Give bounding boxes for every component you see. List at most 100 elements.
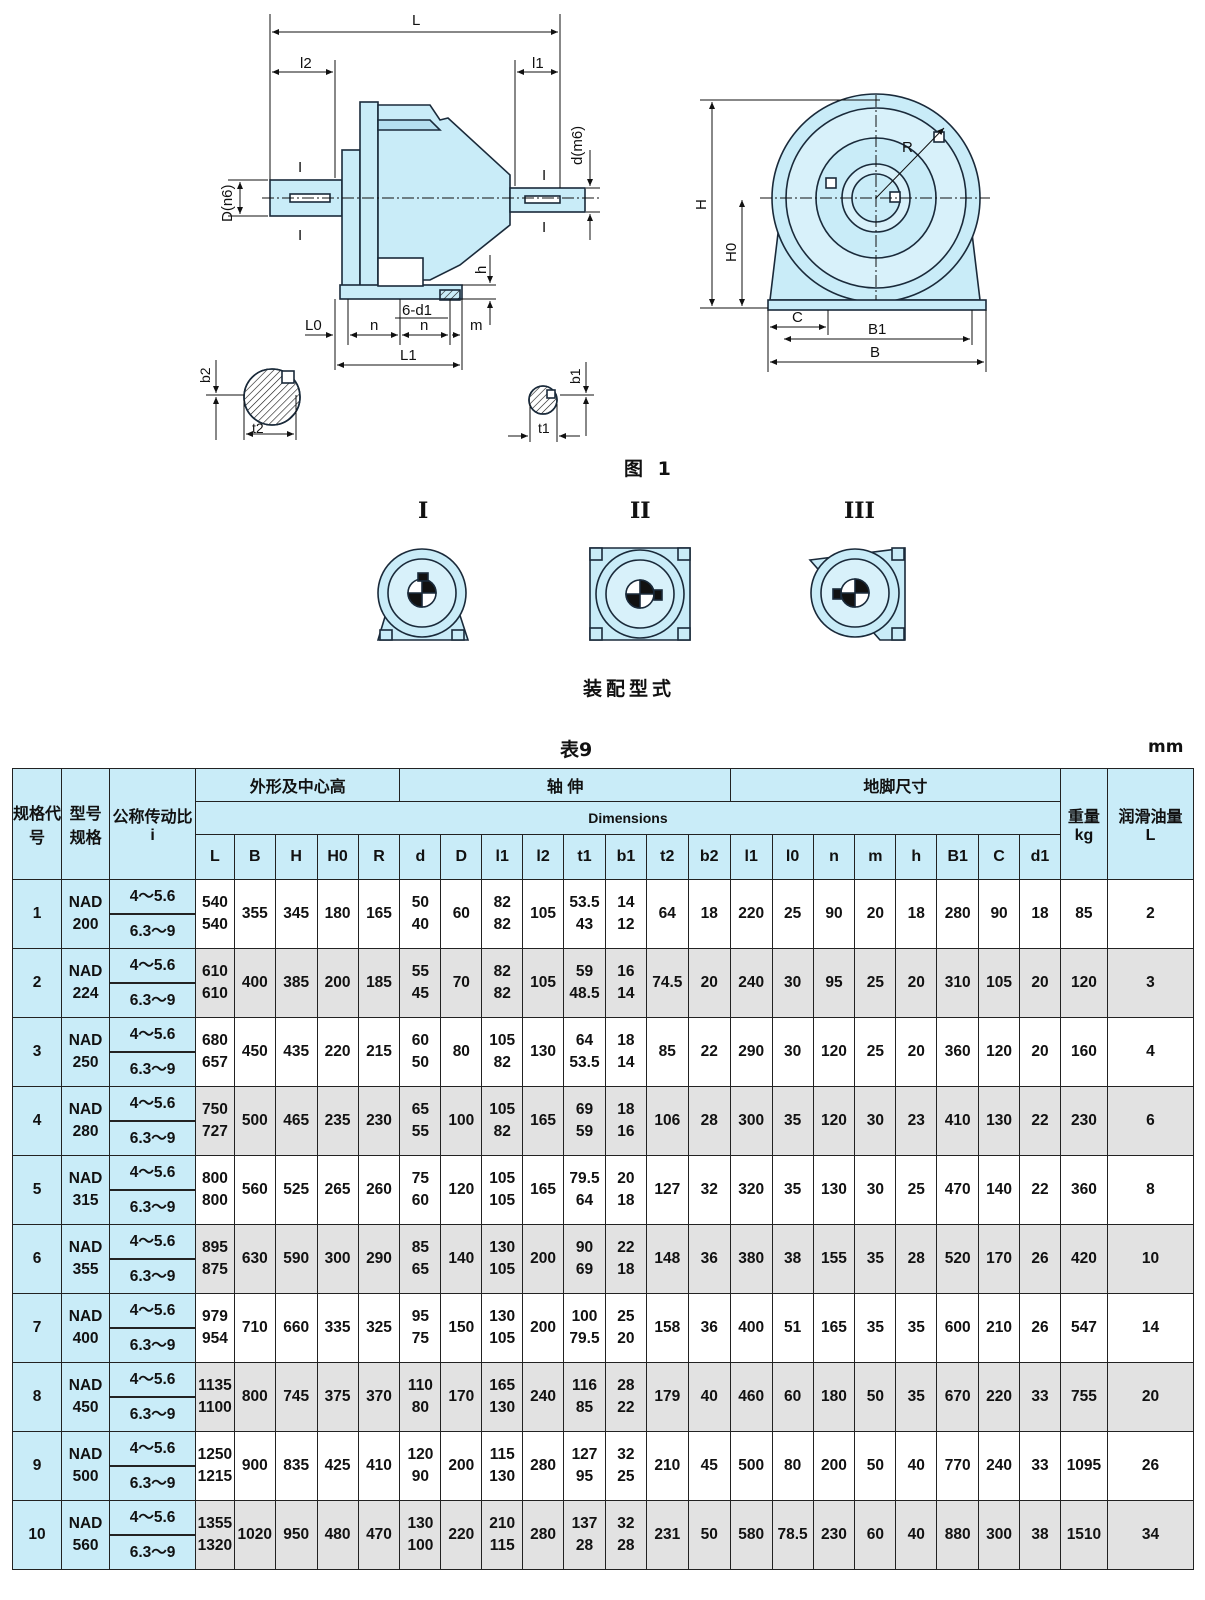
- cell-b2: 36: [687, 1293, 731, 1363]
- cell-D: 100: [440, 1086, 483, 1156]
- cell-H0: 180: [316, 879, 359, 949]
- cell-D: 120: [440, 1155, 483, 1225]
- cell-B: 710: [233, 1293, 276, 1363]
- cell-H: 950: [274, 1500, 318, 1570]
- cell-B: 560: [233, 1155, 276, 1225]
- dim-B: B: [870, 344, 880, 361]
- dim-b1: b1: [567, 368, 583, 384]
- cell-b2: 36: [687, 1224, 731, 1294]
- cell-foot-l1: 240: [729, 948, 773, 1018]
- cell-B1: 360: [936, 1017, 980, 1087]
- section-large: [243, 368, 301, 426]
- col-D: D: [440, 834, 483, 880]
- cell-t2: 231: [645, 1500, 689, 1570]
- cell-oil: 4: [1106, 1017, 1195, 1087]
- dim-6d1: 6-d1: [402, 302, 432, 319]
- cell-m: 50: [854, 1431, 897, 1501]
- dim-t2: t2: [252, 420, 264, 436]
- cell-oil: 8: [1106, 1155, 1195, 1225]
- cell-b2: 45: [687, 1431, 731, 1501]
- col-B: B: [233, 834, 276, 880]
- cell-l2: 200: [522, 1293, 565, 1363]
- cell-l0: 60: [771, 1362, 814, 1432]
- col-R: R: [357, 834, 401, 880]
- cell-l2: 105: [522, 879, 565, 949]
- cell-C: 240: [978, 1431, 1021, 1501]
- cell-R: 410: [357, 1431, 401, 1501]
- cell-H: 835: [274, 1431, 318, 1501]
- cell-d1: 22: [1019, 1086, 1061, 1156]
- dim-C: C: [792, 309, 803, 326]
- cell-oil: 14: [1106, 1293, 1195, 1363]
- cell-oil: 2: [1106, 879, 1195, 949]
- section-small: [528, 385, 558, 415]
- cell-B: 1020: [233, 1500, 276, 1570]
- col-foot-l1: l1: [729, 834, 773, 880]
- dim-B1: B1: [868, 321, 886, 338]
- cell-d1: 20: [1019, 1017, 1061, 1087]
- dim-L0: L0: [305, 317, 322, 334]
- col-code: 规格代号: [11, 768, 63, 880]
- dim-R: R: [902, 139, 913, 156]
- cell-B1: 520: [936, 1224, 980, 1294]
- cell-b2: 50: [687, 1500, 731, 1570]
- cell-H: 385: [274, 948, 318, 1018]
- cell-foot-l1: 220: [729, 879, 773, 949]
- cell-H0: 375: [316, 1362, 359, 1432]
- cell-oil: 6: [1106, 1086, 1195, 1156]
- cell-C: 210: [978, 1293, 1021, 1363]
- end-view: [767, 93, 987, 311]
- cell-m: 60: [854, 1500, 897, 1570]
- cell-H0: 220: [316, 1017, 359, 1087]
- cell-b2: 40: [687, 1362, 731, 1432]
- cell-D: 60: [440, 879, 483, 949]
- cell-t2: 74.5: [645, 948, 689, 1018]
- cell-l2: 130: [522, 1017, 565, 1087]
- group-foot: 地脚尺寸: [729, 768, 1061, 802]
- cell-t2: 179: [645, 1362, 689, 1432]
- col-H0: H0: [316, 834, 359, 880]
- cell-l0: 35: [771, 1086, 814, 1156]
- cell-code: 4: [11, 1086, 63, 1156]
- sec-mark-4: I: [542, 219, 546, 236]
- col-C: C: [978, 834, 1021, 880]
- cell-d1: 18: [1019, 879, 1061, 949]
- cell-h: 20: [895, 948, 938, 1018]
- dim-b2: b2: [197, 367, 213, 383]
- cell-oil: 20: [1106, 1362, 1195, 1432]
- cell-h: 35: [895, 1362, 938, 1432]
- cell-code: 9: [11, 1431, 63, 1501]
- dim-D: D(n6): [219, 184, 236, 222]
- cell-m: 50: [854, 1362, 897, 1432]
- cell-code: 1: [11, 879, 63, 949]
- cell-l2: 200: [522, 1224, 565, 1294]
- cell-D: 80: [440, 1017, 483, 1087]
- cell-foot-l1: 300: [729, 1086, 773, 1156]
- side-view: [269, 101, 586, 301]
- cell-B: 800: [233, 1362, 276, 1432]
